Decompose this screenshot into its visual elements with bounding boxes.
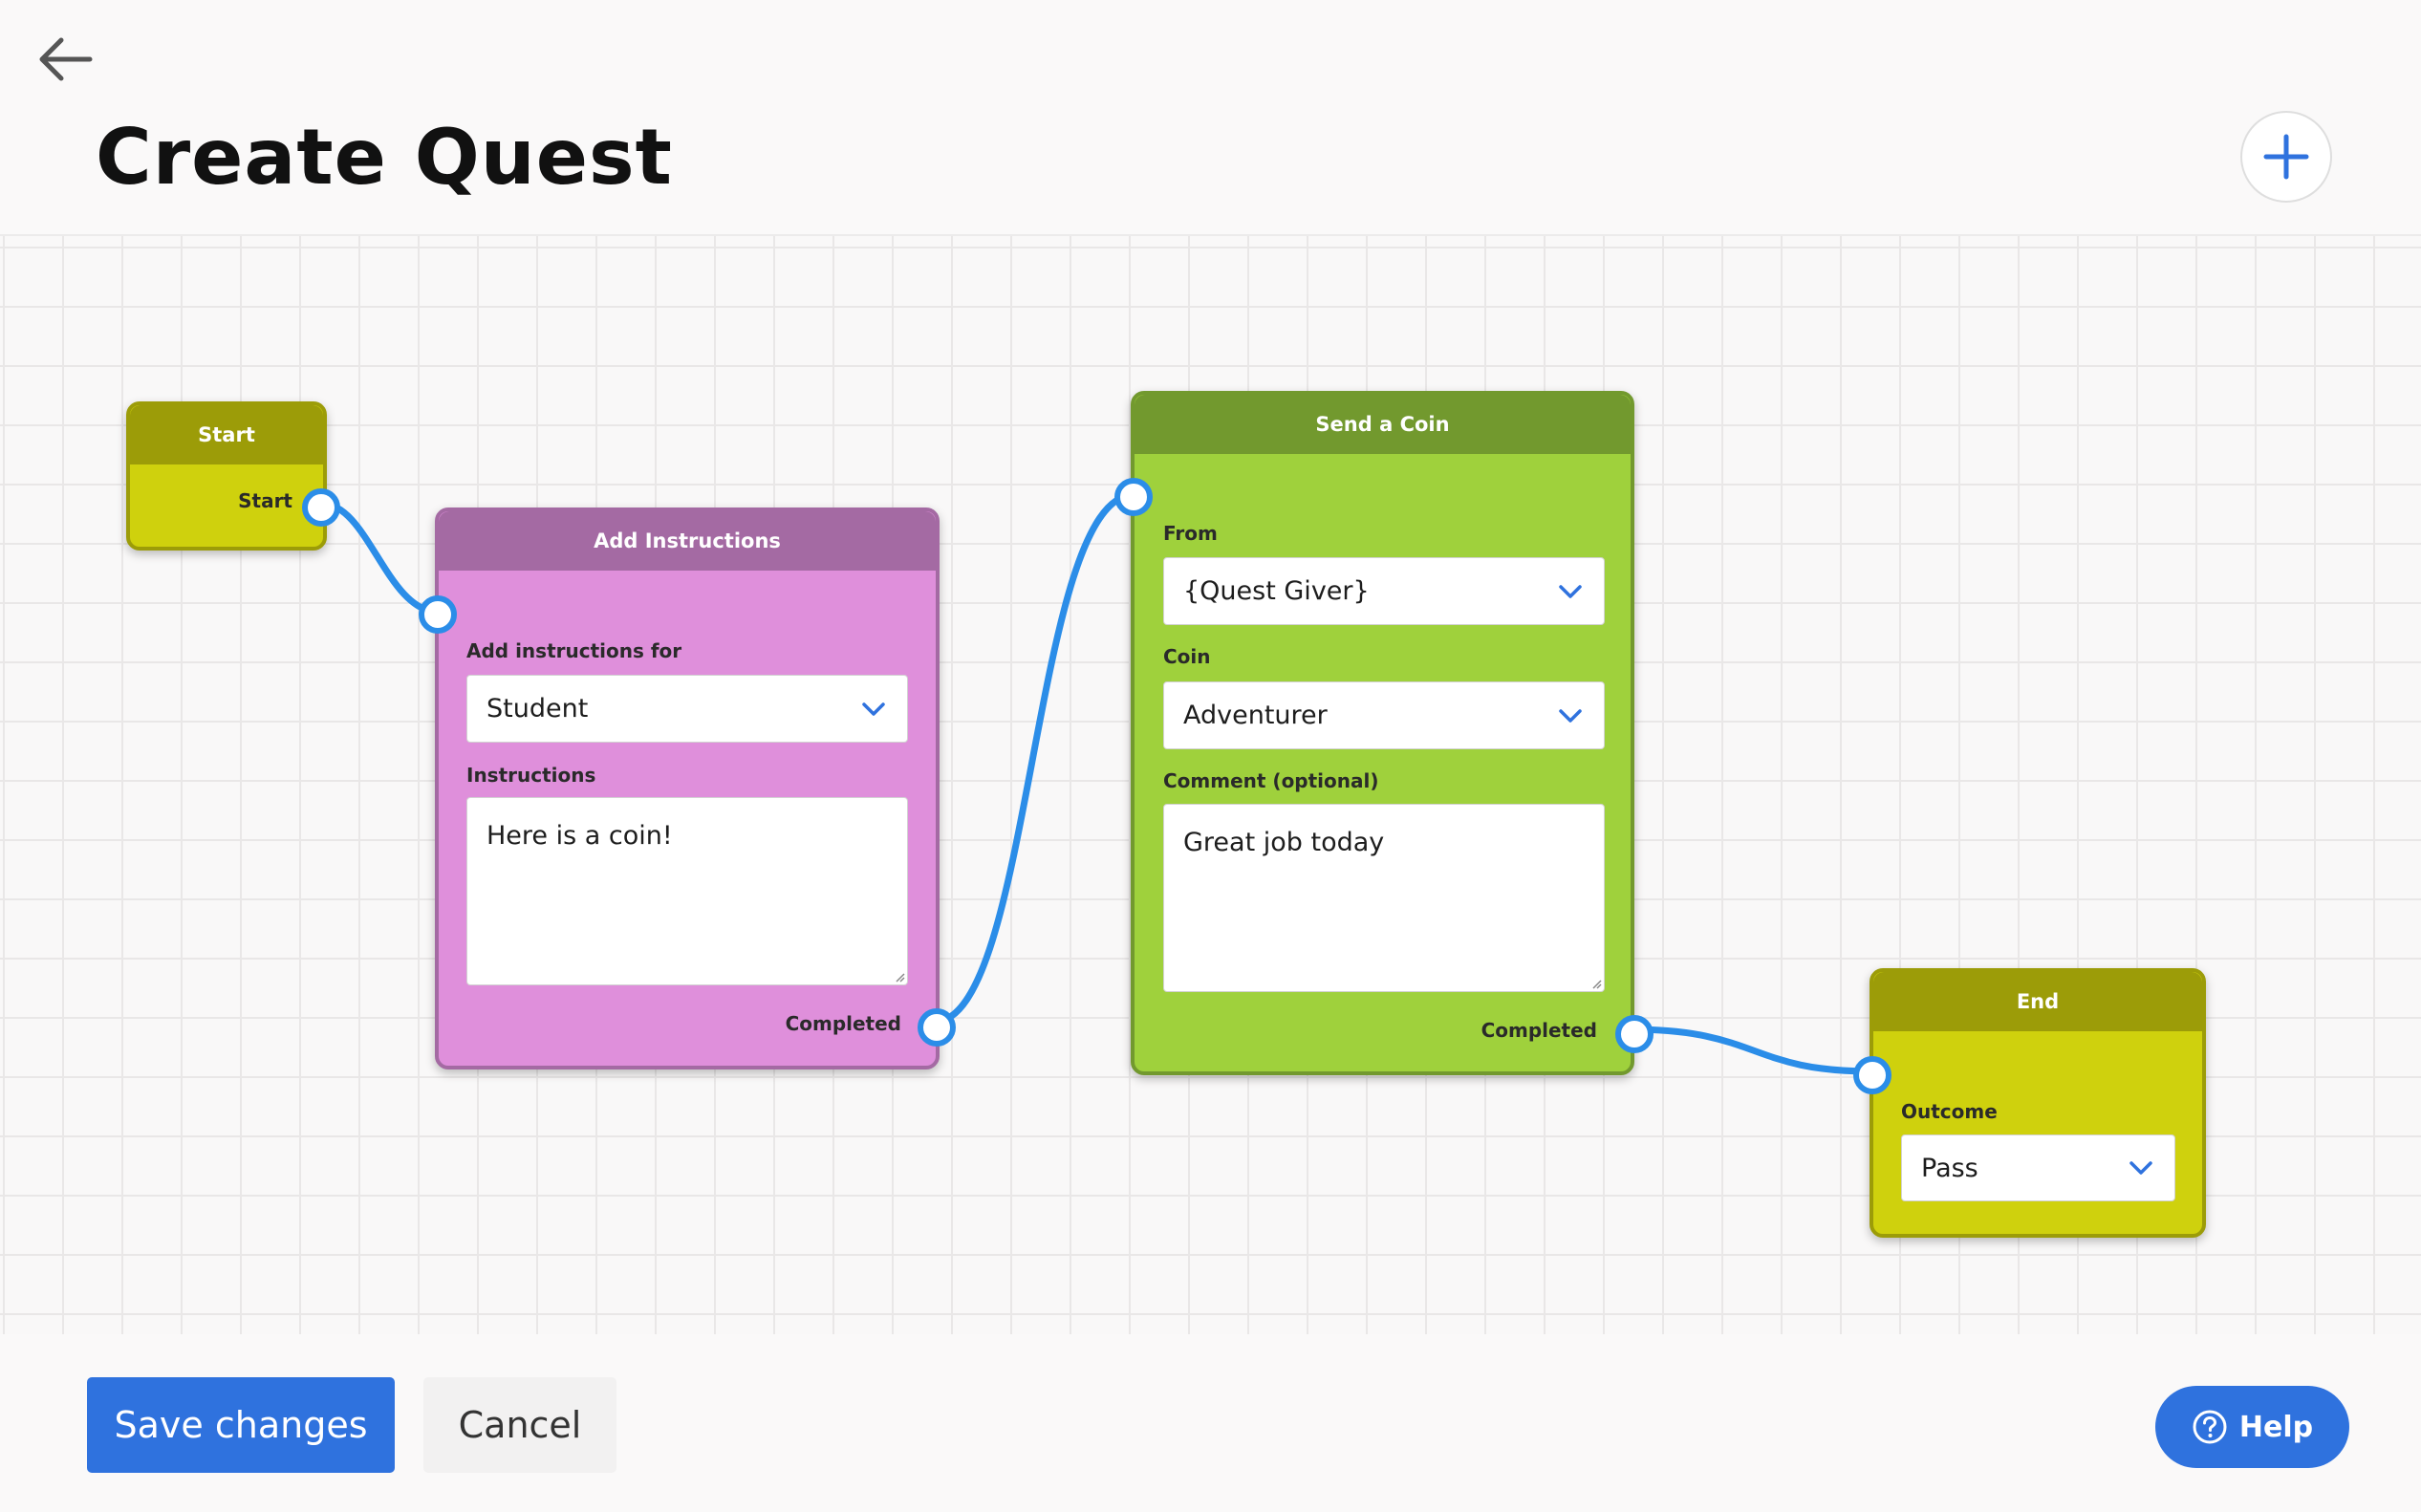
- outcome-select[interactable]: Pass: [1901, 1134, 2175, 1201]
- coin-value: Adventurer: [1183, 701, 1328, 730]
- end-node-header: End: [1873, 972, 2202, 1031]
- add-instructions-header: Add Instructions: [439, 511, 936, 571]
- coin-select[interactable]: Adventurer: [1163, 681, 1605, 749]
- help-button[interactable]: Help: [2155, 1386, 2349, 1468]
- instructions-for-label: Add instructions for: [466, 639, 682, 662]
- instructions-label: Instructions: [466, 764, 596, 787]
- start-output-port[interactable]: [302, 488, 340, 527]
- start-node[interactable]: Start Start: [126, 401, 340, 551]
- end-node[interactable]: End Outcome Pass: [1853, 968, 2206, 1238]
- help-label: Help: [2238, 1410, 2314, 1444]
- instructions-value: Here is a coin!: [486, 821, 673, 851]
- send-coin-node[interactable]: Send a Coin From {Quest Giver} Coin Adve…: [1114, 391, 1654, 1075]
- chevron-down-icon: [2129, 1161, 2152, 1175]
- from-label: From: [1163, 522, 1218, 545]
- instructions-textarea[interactable]: Here is a coin!: [466, 797, 908, 985]
- outcome-value: Pass: [1921, 1153, 1978, 1183]
- send-coin-input-port[interactable]: [1114, 478, 1153, 516]
- flow-canvas[interactable]: Start Start Add Instructions Add instruc…: [0, 234, 2421, 1337]
- chevron-down-icon: [862, 702, 885, 716]
- add-instructions-node[interactable]: Add Instructions Add instructions for St…: [419, 508, 956, 1069]
- chevron-down-icon: [1559, 584, 1582, 598]
- instructions-output-label: Completed: [785, 1012, 901, 1035]
- send-coin-output-label: Completed: [1481, 1019, 1597, 1042]
- start-output-label: Start: [238, 489, 292, 512]
- add-instructions-input-port[interactable]: [419, 595, 457, 634]
- resize-grip-icon[interactable]: [894, 971, 905, 983]
- page-title: Create Quest: [96, 113, 673, 202]
- comment-label: Comment (optional): [1163, 769, 1379, 792]
- arrow-left-icon[interactable]: [34, 29, 96, 90]
- send-coin-output-port[interactable]: [1615, 1015, 1654, 1053]
- wire-coin-to-end: [1630, 1026, 1872, 1075]
- footer-bar: [0, 1334, 2421, 1512]
- start-node-header: Start: [130, 405, 323, 464]
- instructions-output-port[interactable]: [918, 1008, 956, 1047]
- save-button[interactable]: Save changes: [87, 1377, 395, 1473]
- coin-label: Coin: [1163, 645, 1211, 668]
- question-circle-icon: [2193, 1410, 2227, 1444]
- resize-grip-icon[interactable]: [1590, 978, 1602, 989]
- end-input-port[interactable]: [1853, 1056, 1891, 1094]
- send-coin-header: Send a Coin: [1135, 395, 1631, 454]
- wire-instructions-to-coin: [934, 491, 1135, 1026]
- from-value: {Quest Giver}: [1183, 576, 1370, 606]
- cancel-button[interactable]: Cancel: [423, 1377, 616, 1473]
- from-select[interactable]: {Quest Giver}: [1163, 557, 1605, 625]
- chevron-down-icon: [1559, 708, 1582, 723]
- instructions-for-select[interactable]: Student: [466, 675, 908, 743]
- comment-value: Great job today: [1183, 828, 1385, 857]
- comment-textarea[interactable]: Great job today: [1163, 804, 1605, 992]
- wire-start-to-instructions: [321, 500, 439, 616]
- outcome-label: Outcome: [1901, 1100, 1998, 1123]
- add-node-button[interactable]: [2240, 111, 2332, 203]
- plus-icon: [2263, 134, 2309, 180]
- instructions-for-value: Student: [486, 694, 589, 724]
